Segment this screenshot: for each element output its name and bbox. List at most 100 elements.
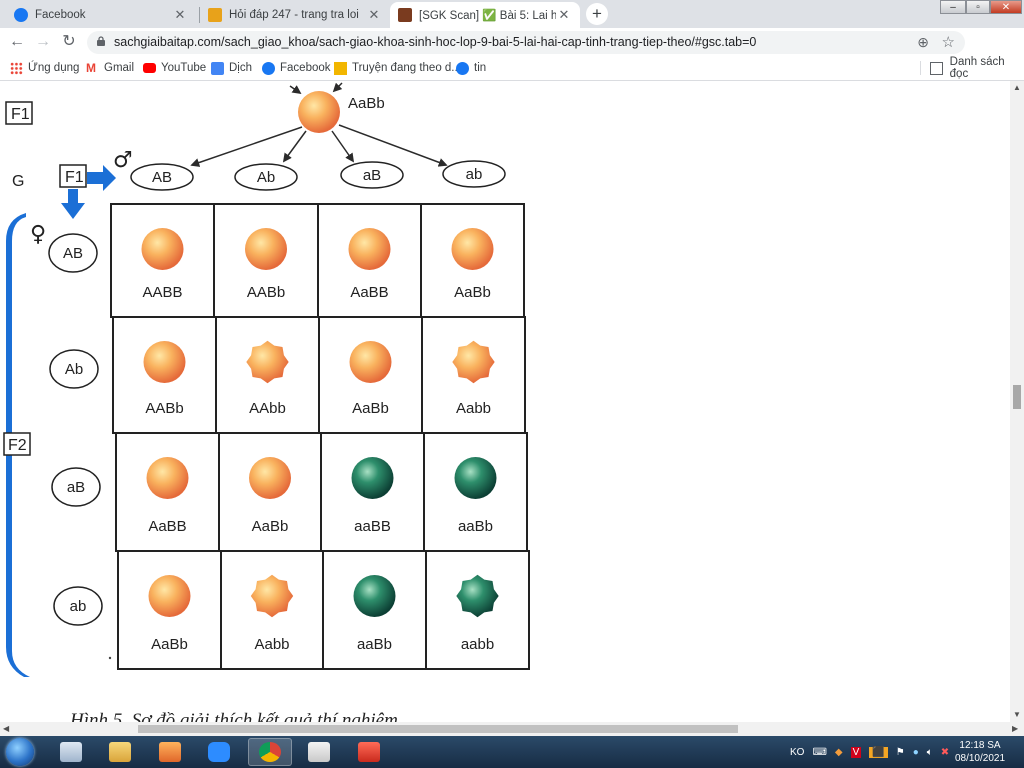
punnett-cell: Aabb: [421, 316, 526, 434]
genotype-label: AaBb: [352, 400, 389, 417]
female-gamete: AB: [48, 233, 98, 273]
taskbar-paint[interactable]: [52, 738, 90, 766]
bookmark-youtube[interactable]: YouTube: [143, 56, 206, 80]
yellow-smooth-seed: [249, 457, 291, 499]
scroll-up-icon[interactable]: ▲: [1013, 83, 1021, 92]
svg-text:Ab: Ab: [65, 361, 83, 378]
network-icon[interactable]: ●: [912, 746, 919, 758]
bookmark-tin[interactable]: tin: [456, 56, 486, 80]
yellow-smooth-seed: [348, 228, 391, 270]
keyboard-icon[interactable]: ⌨: [812, 746, 827, 758]
bookmark-label: Facebook: [280, 62, 331, 74]
bookmark-facebook[interactable]: Facebook: [262, 56, 331, 80]
horizontal-scroll-thumb[interactable]: [138, 725, 738, 733]
genotype-label: AaBB: [148, 518, 186, 535]
genotype-label: AaBb: [252, 518, 289, 535]
green-smooth-seed: [454, 457, 497, 499]
back-button[interactable]: ←: [9, 33, 25, 50]
horizontal-scrollbar[interactable]: ◀ ▶: [0, 722, 1024, 736]
svg-text:F1: F1: [11, 106, 30, 123]
bookmark-gmail[interactable]: M Gmail: [86, 56, 134, 80]
male-icon: ♂: [113, 148, 133, 173]
taskbar-explorer[interactable]: [101, 738, 139, 766]
bookmark-translate[interactable]: Dịch: [211, 56, 252, 80]
f1-parent-seed: [298, 91, 340, 133]
gamete-row-label: G: [12, 173, 24, 190]
network-error-icon[interactable]: ✖: [940, 746, 950, 758]
scroll-down-icon[interactable]: ▼: [1013, 710, 1021, 719]
media-player-icon: [159, 742, 181, 762]
yellow-smooth-seed: [349, 341, 392, 383]
action-center-icon[interactable]: ⚑: [895, 746, 905, 758]
clock-date: 08/10/2021: [954, 753, 1006, 764]
reload-button[interactable]: ↻: [62, 33, 76, 50]
genotype-label: aaBb: [458, 518, 493, 535]
vertical-scrollbar[interactable]: ▲ ▼: [1010, 81, 1024, 722]
f1-cross-label: F1: [59, 164, 87, 188]
tab-sgk-scan[interactable]: [SGK Scan] ✅ Bài 5: Lai hai cặp tính ✕: [390, 2, 580, 28]
svg-text:AB: AB: [63, 245, 83, 262]
punnett-cell: aabb: [425, 550, 530, 670]
address-bar[interactable]: sachgiaibaitap.com/sach_giao_khoa/sach-g…: [87, 31, 965, 54]
genotype-label: AABb: [247, 284, 285, 301]
url-text: sachgiaibaitap.com/sach_giao_khoa/sach-g…: [114, 35, 757, 49]
forward-button[interactable]: →: [35, 33, 51, 50]
start-button[interactable]: [6, 738, 34, 766]
sgk-icon: [398, 8, 412, 22]
punnett-cell: aaBB: [320, 432, 425, 552]
browser-toolbar: ← → ↻ sachgiaibaitap.com/sach_giao_khoa/…: [0, 28, 1024, 80]
taskbar-wps[interactable]: [350, 738, 388, 766]
new-tab-button[interactable]: +: [586, 3, 608, 25]
f1-genotype: AaBb: [348, 95, 385, 112]
male-gamete: aB: [340, 161, 404, 189]
tab-title: Facebook: [35, 9, 86, 21]
translate-icon: [211, 61, 224, 75]
punnett-cell: aaBb: [423, 432, 528, 552]
close-icon[interactable]: ✕: [558, 7, 570, 22]
punnett-cell: AAbb: [215, 316, 320, 434]
tab-hoidap[interactable]: Hỏi đáp 247 - trang tra loi ✕: [200, 2, 390, 28]
genotype-label: Aabb: [456, 400, 491, 417]
genotype-label: aaBb: [357, 636, 392, 653]
genotype-label: Aabb: [254, 636, 289, 653]
scroll-left-icon[interactable]: ◀: [3, 724, 10, 733]
close-icon[interactable]: ✕: [174, 7, 186, 22]
taskbar-media[interactable]: [151, 738, 189, 766]
app-tray-icon[interactable]: ◆: [834, 746, 843, 758]
taskbar-chrome[interactable]: [248, 738, 292, 766]
scroll-right-icon[interactable]: ▶: [1012, 724, 1019, 733]
punnett-cell: AABb: [213, 203, 319, 318]
gamete-arrow: [331, 130, 355, 163]
bookmark-star-icon[interactable]: ☆: [941, 34, 955, 51]
bookmark-apps[interactable]: Ứng dụng: [10, 56, 79, 80]
incoming-arrow: [332, 82, 343, 93]
close-window-button[interactable]: ✕: [990, 0, 1022, 14]
maximize-button[interactable]: ▫: [966, 0, 990, 14]
punnett-cell: AaBb: [318, 316, 423, 434]
yellow-smooth-seed: [141, 228, 184, 270]
yellow-wrinkled-seed: [250, 574, 294, 618]
genotype-label: AaBb: [151, 636, 188, 653]
tab-facebook[interactable]: Facebook ✕: [6, 2, 196, 28]
minimize-button[interactable]: –: [940, 0, 966, 14]
antivirus-icon[interactable]: V: [850, 746, 862, 758]
system-clock[interactable]: 12:18 SA 08/10/2021: [950, 739, 1010, 765]
taskbar-zoom[interactable]: [200, 738, 238, 766]
punnett-cell: aaBb: [322, 550, 427, 670]
reading-list-label: Danh sách đọc: [949, 56, 1005, 80]
vertical-scroll-thumb[interactable]: [1013, 385, 1021, 409]
tray-app-icon[interactable]: ⬛: [869, 746, 888, 758]
punnett-cell: AABB: [110, 203, 215, 318]
svg-text:AB: AB: [152, 169, 172, 186]
input-language[interactable]: KO: [790, 746, 805, 758]
close-icon[interactable]: ✕: [368, 7, 380, 22]
zoom-icon: [208, 742, 230, 762]
volume-icon[interactable]: 🔈︎: [926, 746, 933, 758]
figure-caption: Hình 5. Sơ đồ giải thích kết quả thí ngh…: [69, 710, 398, 722]
reading-list[interactable]: Danh sách đọc: [920, 56, 1024, 80]
zoom-icon[interactable]: ⊕: [917, 34, 929, 50]
bookmark-story[interactable]: Truyện đang theo d...: [334, 56, 461, 80]
punnett-cell: AABb: [112, 316, 217, 434]
green-smooth-seed: [353, 575, 396, 617]
taskbar-network-app[interactable]: [300, 738, 338, 766]
